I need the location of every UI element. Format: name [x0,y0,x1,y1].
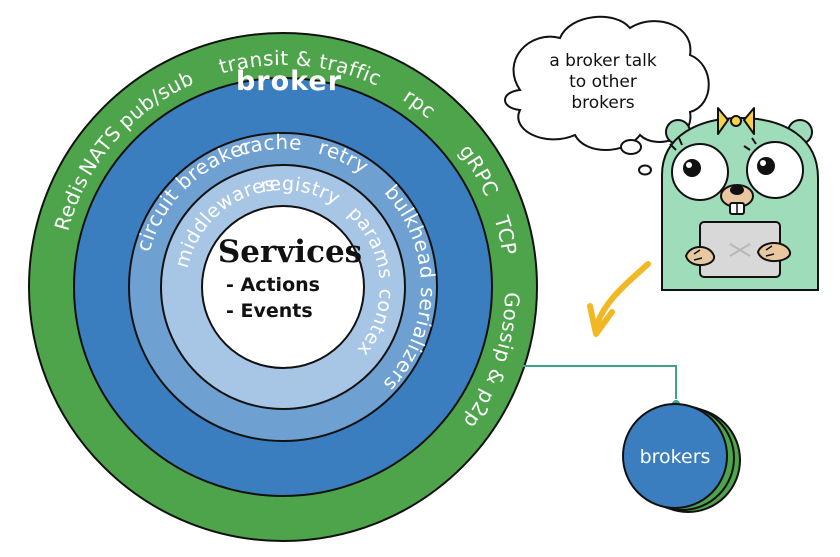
services-item-events: - Events [226,300,313,322]
brokers-label: brokers [640,446,711,468]
services-title: Services [218,234,362,270]
thought-bubble-line-1: a broker talk [549,51,657,71]
services-core [201,205,365,369]
brokers-stack: brokers [622,403,741,513]
thought-bubble-line-3: brokers [571,93,634,113]
gopher-mascot-icon [661,107,819,291]
services-item-actions: - Actions [226,274,320,296]
broker-title: broker [236,66,342,97]
connector-line [523,365,677,404]
curved-arrow-icon [587,261,651,337]
thought-bubble-line-2: to other [569,72,637,92]
thought-bubble-icon [504,15,710,176]
